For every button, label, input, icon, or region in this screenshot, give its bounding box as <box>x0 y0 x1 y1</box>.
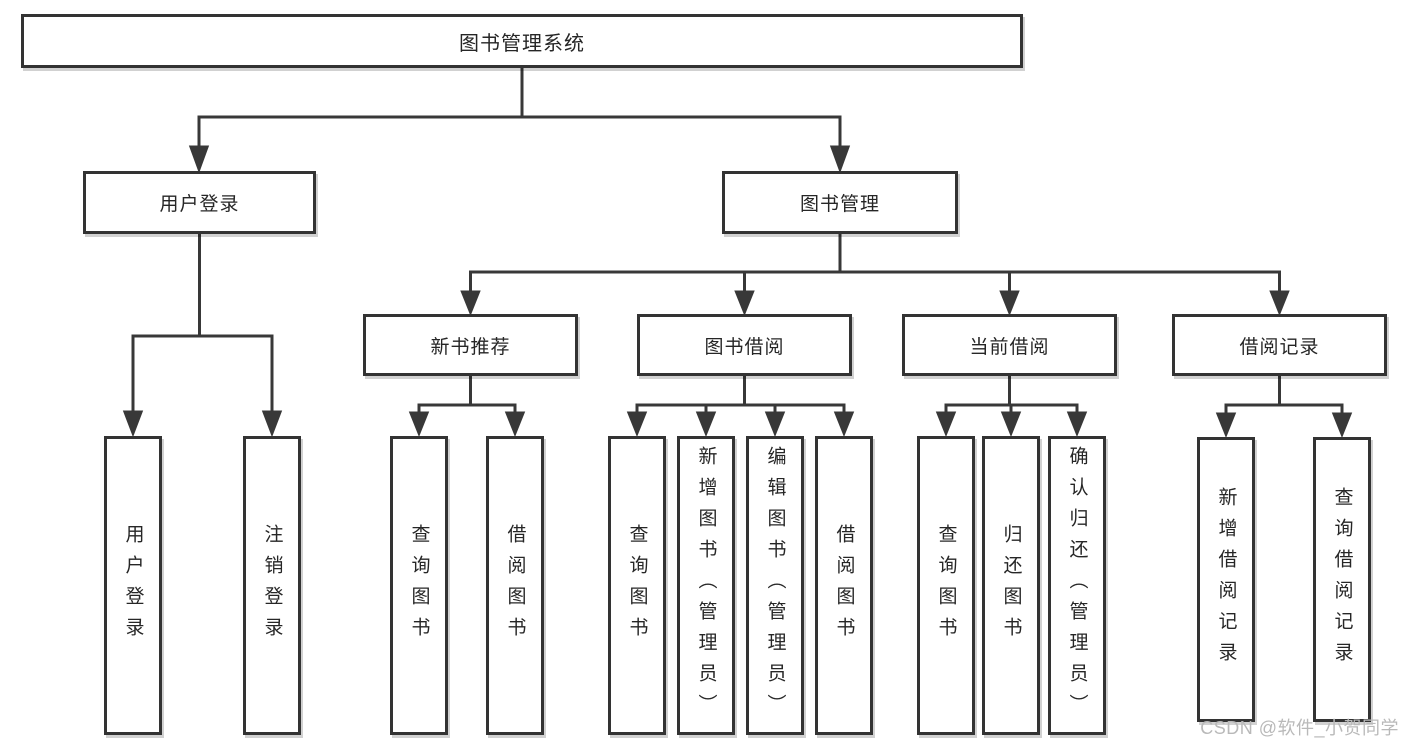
connector-root-to-level2 <box>188 68 851 174</box>
leaf-confirm-return-admin: 确认归还（管理员） <box>1048 436 1106 735</box>
arrowhead-icon <box>1331 412 1353 439</box>
node-book-management: 图书管理 <box>722 171 958 234</box>
arrowhead-icon <box>460 290 481 317</box>
node-label: 图书管理 <box>799 194 880 215</box>
arrowhead-icon <box>188 145 210 174</box>
arrowhead-icon <box>122 410 144 438</box>
leaf-query-books-recommend: 查询图书 <box>390 436 448 735</box>
leaf-query-borrow-record: 查询借阅记录 <box>1313 437 1371 722</box>
node-label: 查询借阅记录 <box>1331 486 1353 673</box>
leaf-logout: 注销登录 <box>243 436 301 735</box>
node-label: 图书管理系统 <box>459 32 585 55</box>
node-label: 新增图书（管理员） <box>695 446 717 725</box>
arrowhead-icon <box>1215 412 1237 439</box>
node-label: 确认归还（管理员） <box>1066 446 1088 725</box>
node-user-login: 用户登录 <box>83 171 316 234</box>
arrowhead-icon <box>261 410 283 438</box>
leaf-return-books: 归还图书 <box>982 436 1040 735</box>
arrowhead-icon <box>626 411 648 438</box>
arrowhead-icon <box>1066 411 1088 438</box>
arrowhead-icon <box>504 411 526 438</box>
arrowhead-icon <box>829 145 851 174</box>
node-label: 借阅图书 <box>833 523 855 648</box>
leaf-edit-books-admin: 编辑图书（管理员） <box>746 436 804 735</box>
leaf-borrow-books: 借阅图书 <box>815 436 873 735</box>
connector-current-borrowing-to-leaves <box>935 376 1088 438</box>
arrowhead-icon <box>935 411 957 438</box>
node-label: 新增借阅记录 <box>1215 486 1237 673</box>
node-label: 当前借阅 <box>969 336 1050 358</box>
node-label: 图书借阅 <box>704 336 785 358</box>
arrowhead-icon <box>734 290 755 317</box>
arrowhead-icon <box>1000 411 1022 438</box>
arrowhead-icon <box>833 411 855 438</box>
node-label: 编辑图书（管理员） <box>764 446 786 725</box>
node-label: 查询图书 <box>408 523 430 648</box>
leaf-query-books-current: 查询图书 <box>917 436 975 735</box>
node-label: 借阅图书 <box>504 523 526 648</box>
node-label: 注销登录 <box>261 523 283 648</box>
arrowhead-icon <box>999 290 1020 317</box>
leaf-add-borrow-record: 新增借阅记录 <box>1197 437 1255 722</box>
connector-user-login-to-leaves <box>122 234 283 438</box>
node-root-library-management-system: 图书管理系统 <box>21 14 1023 68</box>
connector-new-book-recommendation-to-leaves <box>408 376 526 438</box>
arrowhead-icon <box>408 411 430 438</box>
node-label: 用户登录 <box>159 194 240 215</box>
node-label: 查询图书 <box>626 523 648 648</box>
csdn-watermark: CSDN @软件_小贺同学 <box>1200 718 1399 738</box>
arrowhead-icon <box>1269 290 1290 317</box>
node-book-borrowing: 图书借阅 <box>637 314 852 376</box>
arrowhead-icon <box>695 411 717 438</box>
node-label: 用户登录 <box>122 523 144 648</box>
connector-book-management-to-level3 <box>460 234 1290 317</box>
arrowhead-icon <box>764 411 786 438</box>
leaf-add-books-admin: 新增图书（管理员） <box>677 436 735 735</box>
node-borrowing-records: 借阅记录 <box>1172 314 1387 376</box>
node-label: 新书推荐 <box>430 336 511 358</box>
connector-borrowing-records-to-leaves <box>1215 376 1353 439</box>
node-label: 归还图书 <box>1000 523 1022 648</box>
node-label: 借阅记录 <box>1239 336 1320 358</box>
node-label: 查询图书 <box>935 523 957 648</box>
leaf-borrow-books-recommend: 借阅图书 <box>486 436 544 735</box>
leaf-query-books-borrowing: 查询图书 <box>608 436 666 735</box>
node-current-borrowing: 当前借阅 <box>902 314 1117 376</box>
node-new-book-recommendation: 新书推荐 <box>363 314 578 376</box>
leaf-user-login: 用户登录 <box>104 436 162 735</box>
connector-book-borrowing-to-leaves <box>626 376 855 438</box>
